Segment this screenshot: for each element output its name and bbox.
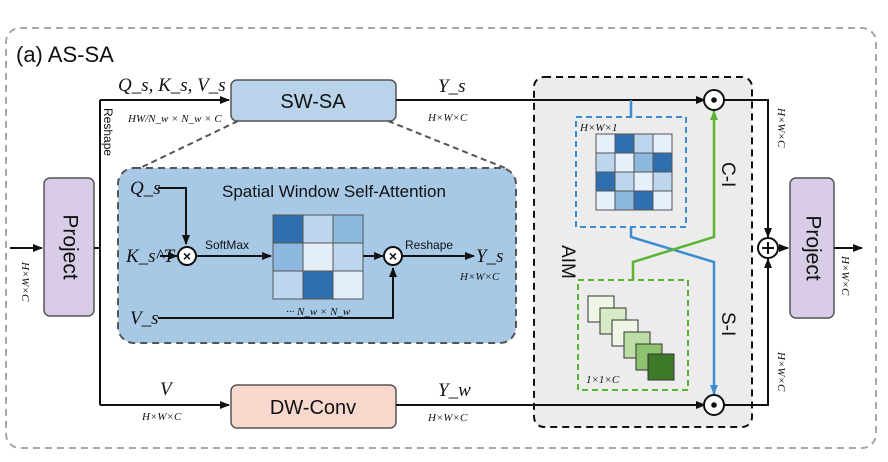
hadamard-dot-top — [711, 97, 717, 103]
softmax-label: SoftMax — [205, 238, 249, 252]
kst-inner-label: K_s^T — [125, 246, 176, 267]
sm-cell — [652, 190, 673, 211]
outer-frame — [5, 27, 877, 449]
qkv-label: Q_s, K_s, V_s — [118, 75, 226, 96]
zoom-connector-right — [387, 120, 506, 169]
qs-inner-label: Q_s — [130, 178, 161, 199]
yw-dims: H×W×C — [427, 412, 468, 424]
ys-inner-dims: H×W×C — [459, 271, 500, 283]
spatial-map-grid — [595, 133, 673, 211]
reshape-vertical-label: Reshape — [101, 108, 115, 156]
qs-path — [158, 187, 190, 245]
right-bottom-dims: H×W×C — [775, 351, 787, 392]
si-label: S-I — [717, 312, 738, 336]
figure-title: (a) AS-SA — [16, 42, 114, 67]
sm-cell — [595, 152, 616, 173]
attn-cell — [302, 242, 334, 272]
yw-label: Y_w — [438, 380, 471, 401]
output-dims: H×W×C — [839, 255, 851, 296]
attn-cell — [272, 270, 304, 300]
attn-cell — [332, 214, 364, 244]
attn-cell — [272, 242, 304, 272]
sm-cell — [595, 171, 616, 192]
qkv-text: Q_s, K_s, V_s — [118, 75, 226, 96]
hadamard-dot-bottom — [711, 402, 717, 408]
vs-path — [158, 267, 397, 319]
ys-inner-label: Y_s — [476, 246, 503, 267]
ys-top-dims: H×W×C — [427, 112, 468, 124]
sm-cell — [652, 171, 673, 192]
dwconv-label: DW-Conv — [270, 397, 356, 419]
channel-interaction-arrow — [631, 110, 718, 280]
ci-label: C-I — [717, 162, 738, 187]
attn-cell — [332, 270, 364, 300]
vs-inner-label: V_s — [130, 308, 159, 329]
project-left-label: Project — [58, 214, 81, 280]
right-top-dims: H×W×C — [775, 107, 787, 148]
sm-cell — [633, 152, 654, 173]
sm-cell — [633, 190, 654, 211]
aim-label: AIM — [557, 245, 578, 279]
v-dims: H×W×C — [141, 411, 182, 423]
bottom-to-sum — [724, 258, 772, 406]
sm-cell — [595, 190, 616, 211]
attn-cell — [302, 214, 334, 244]
sm-cell — [633, 171, 654, 192]
attn-cell — [272, 214, 304, 244]
reshape-inner-label: Reshape — [405, 238, 453, 252]
input-dims: H×W×C — [19, 261, 31, 302]
sm-cell — [614, 171, 635, 192]
sm-cell — [614, 152, 635, 173]
channel-dims: 1×1×C — [586, 374, 620, 386]
zoom-connector-left — [139, 120, 239, 169]
multiply-glyph-1: × — [183, 248, 191, 264]
swsa-label: SW-SA — [280, 91, 346, 113]
dwconv-block — [230, 384, 397, 429]
multiply-glyph-2: × — [389, 248, 397, 264]
sm-cell — [614, 133, 635, 154]
attn-dims: ··· N_w × N_w — [286, 306, 351, 318]
sm-cell — [652, 152, 673, 173]
v-label: V — [160, 379, 174, 400]
attention-matrix — [272, 214, 364, 300]
spatial-window-title: Spatial Window Self-Attention — [222, 182, 446, 201]
sm-cell — [595, 133, 616, 154]
sm-cell — [652, 133, 673, 154]
attn-cell — [302, 270, 334, 300]
sm-cell — [633, 133, 654, 154]
spatial-map-dims: H×W×1 — [579, 122, 617, 134]
hw-dims-label: HW/N_w × N_w × C — [127, 113, 222, 125]
top-to-sum — [724, 99, 772, 238]
channel-slice — [647, 353, 675, 381]
ys-top-label: Y_s — [438, 76, 465, 97]
channel-stack — [587, 295, 675, 381]
attn-cell — [332, 242, 364, 272]
sm-cell — [614, 190, 635, 211]
project-right-label: Project — [801, 215, 824, 281]
aim-region — [533, 76, 753, 428]
